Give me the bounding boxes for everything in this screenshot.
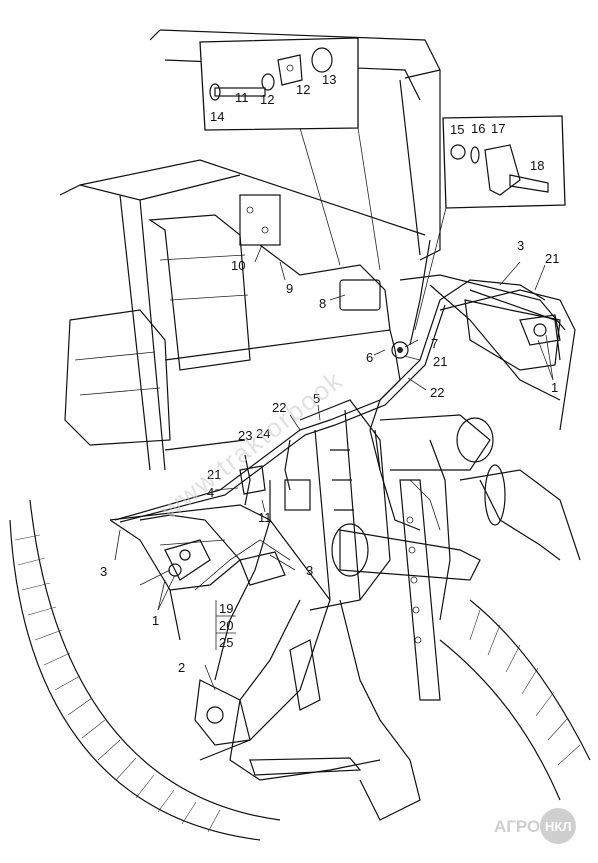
callout-14: 14 [210,109,224,124]
cab-structure [59,29,566,471]
callout-2: 2 [178,660,185,675]
logo-badge-text: НКЛ [545,819,571,834]
callout-1-left: 1 [152,613,159,628]
left-rear-tyre [9,499,281,841]
agronkl-logo: АГРО НКЛ [494,808,576,844]
callout-9: 9 [286,281,293,296]
callout-12-left: 12 [260,92,274,107]
callout-5: 5 [313,391,320,406]
right-rear-tyre [439,469,591,801]
callout-11-inset: 11 [235,90,249,105]
callout-19: 19 [219,601,233,616]
callout-11-harness: 11 [258,510,272,525]
callout-10: 10 [231,258,245,273]
callout-12-right: 12 [296,82,310,97]
callout-3-center: 3 [306,563,313,578]
callout-7: 7 [431,336,438,351]
callout-21-right-top: 21 [545,251,559,266]
callout-15: 15 [450,122,464,137]
callout-3-left: 3 [100,564,107,579]
inset-detail-sensor [414,115,566,331]
callout-8: 8 [319,296,326,311]
callout-21-right-mid: 21 [433,354,447,369]
electrical-components [164,194,561,724]
callout-17: 17 [491,121,505,136]
callout-21-left: 21 [207,467,221,482]
logo-badge-circle [540,808,576,844]
callout-18: 18 [530,158,544,173]
right-fender [439,289,576,431]
callout-13: 13 [322,72,336,87]
inset-detail-fasteners [199,37,381,271]
callout-22-center: 22 [272,400,286,415]
callout-25: 25 [219,635,233,650]
callout-24: 24 [256,426,270,441]
callout-20: 20 [219,618,233,633]
callout-16: 16 [471,121,485,136]
callout-3-right: 3 [517,238,524,253]
callout-6: 6 [366,350,373,365]
callout-1-right: 1 [551,380,558,395]
rear-linkage [194,399,561,821]
callout-22-right: 22 [430,385,444,400]
leader-lines [114,244,554,691]
callout-23: 23 [238,428,252,443]
callout-4: 4 [207,485,214,500]
logo-text: АГРО [494,817,540,836]
callout-labels: 1 1 2 3 3 3 4 5 6 7 8 9 10 11 11 12 12 1… [100,72,559,675]
wiring-harness [114,239,546,681]
watermark: www.traktorbook [154,364,348,525]
